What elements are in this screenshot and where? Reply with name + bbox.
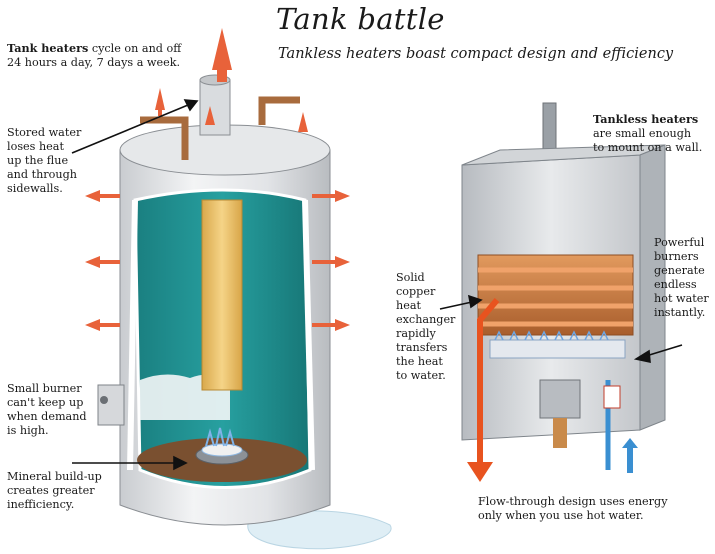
callout-line: Stored water (7, 126, 82, 139)
callout-line: Solid (396, 271, 425, 284)
callout-line: creates greater (7, 484, 95, 497)
callout-line: transfers (396, 341, 448, 354)
callout-line: and through (7, 168, 77, 181)
page-title: Tank battle (276, 2, 445, 36)
hot-water-pipe (477, 298, 500, 470)
callout-line: generate (654, 264, 705, 277)
callout-line: Flow-through design uses energy (478, 495, 668, 508)
burners (489, 339, 626, 359)
page-subtitle: Tankless heaters boast compact design an… (278, 46, 674, 62)
callout-line: the heat (396, 355, 443, 368)
callout-line: instantly. (654, 306, 706, 319)
callout-line: heat (396, 299, 421, 312)
callout-tank-heaters-bold: Tank heaters (7, 41, 89, 55)
cold-inlet-pipe (140, 116, 189, 160)
hot-outlet-pipe (258, 96, 300, 125)
callout-line: when demand (7, 410, 87, 423)
callout-stored-water: Stored water loses heat up the flue and … (7, 126, 81, 196)
water-puddle (247, 510, 392, 550)
callout-powerful-burners: Powerful burners generate endless hot wa… (654, 236, 709, 320)
callout-line: Mineral build-up (7, 470, 102, 483)
callout-line: Powerful (654, 236, 705, 249)
heat-arrows (85, 28, 350, 331)
callout-line: inefficiency. (7, 498, 75, 511)
callout-solid-copper: Solid copper heat exchanger rapidly tran… (396, 271, 455, 383)
gas-control (97, 384, 125, 426)
callout-tank-heaters: Tank heaters cycle on and off 24 hours a… (7, 41, 181, 70)
callout-line: to mount on a wall. (593, 141, 703, 154)
callout-line: up the flue (7, 154, 69, 167)
callout-mineral: Mineral build-up creates greater ineffic… (7, 470, 102, 512)
callout-line: to water. (396, 369, 446, 382)
callout-line: exchanger (396, 313, 456, 326)
flue (201, 199, 243, 391)
callout-flow-through: Flow-through design uses energy only whe… (478, 495, 668, 523)
callout-tank-heaters-line2: 24 hours a day, 7 days a week. (7, 56, 181, 69)
callout-tankless-bold: Tankless heaters (593, 112, 699, 126)
callout-small-burner: Small burner can't keep up when demand i… (7, 382, 87, 438)
flue-pipe (199, 79, 231, 136)
callout-line: only when you use hot water. (478, 509, 644, 522)
callout-line: is high. (7, 424, 49, 437)
valve-assembly (539, 379, 581, 419)
callout-line: sidewalls. (7, 182, 63, 195)
callout-line: can't keep up (7, 396, 84, 409)
callout-line: are small enough (593, 127, 692, 140)
callout-line: endless (654, 278, 697, 291)
heat-exchanger (477, 254, 634, 336)
callout-line: burners (654, 250, 699, 263)
callout-tankless-heaters: Tankless heaters are small enough to mou… (593, 112, 702, 155)
callout-line: loses heat (7, 140, 64, 153)
callout-line: Small burner (7, 382, 82, 395)
callout-line: hot water (654, 292, 709, 305)
callout-leaders (71, 99, 683, 471)
callout-line: copper (396, 285, 436, 298)
callout-line: rapidly (396, 327, 436, 340)
callout-tank-heaters-rest: cycle on and off (88, 42, 182, 55)
